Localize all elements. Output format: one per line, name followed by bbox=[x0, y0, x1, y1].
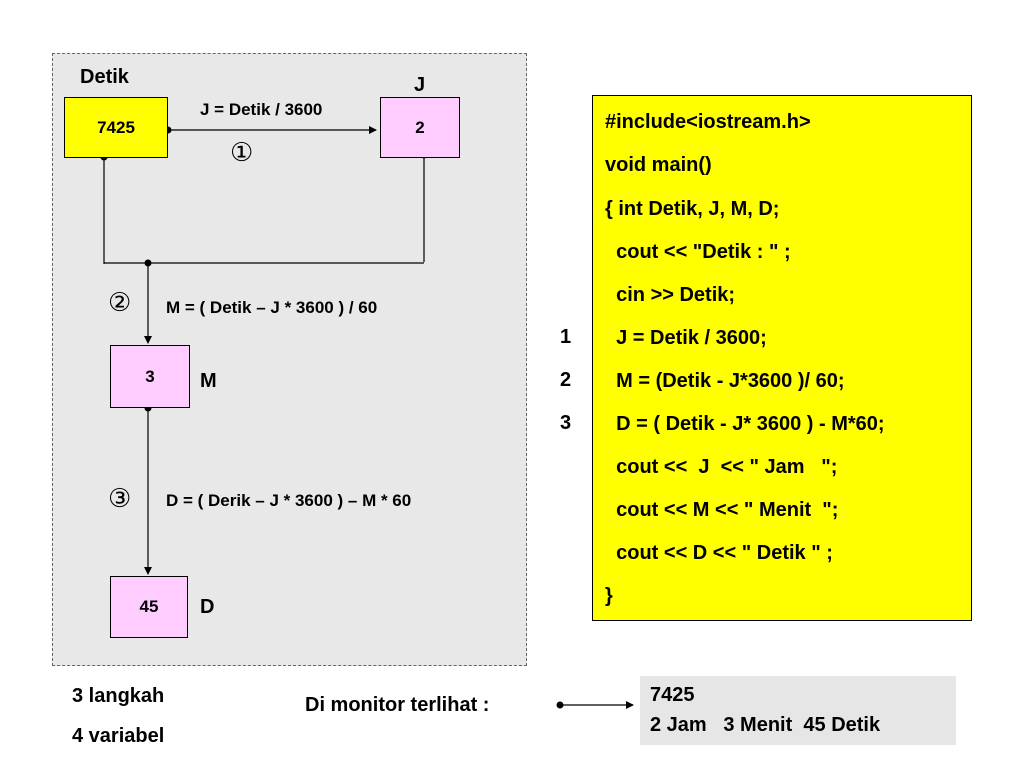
step-3-marker: ③ bbox=[108, 484, 132, 514]
d-label: D bbox=[200, 596, 215, 618]
monitor-output: 7425 2 Jam 3 Menit 45 Detik bbox=[640, 676, 956, 745]
code-line: #include<iostream.h> bbox=[605, 111, 811, 133]
code-line: void main() bbox=[605, 154, 712, 176]
step-3-formula: D = ( Derik – J * 3600 ) – M * 60 bbox=[166, 491, 412, 510]
step-2-marker: ② bbox=[108, 288, 132, 318]
code-line: cin >> Detik; bbox=[605, 284, 736, 306]
j-label: J bbox=[414, 74, 426, 96]
j-value: 2 bbox=[415, 117, 425, 137]
detik-value: 7425 bbox=[97, 117, 135, 137]
m-box: 3 bbox=[110, 345, 190, 408]
code-line: { int Detik, J, M, D; bbox=[605, 198, 780, 220]
d-value: 45 bbox=[139, 597, 159, 616]
code-line: D = ( Detik - J* 3600 ) - M*60; bbox=[605, 413, 885, 435]
detik-label: Detik bbox=[80, 66, 129, 88]
step-1-formula: J = Detik / 3600 bbox=[200, 100, 323, 119]
code-line: J = Detik / 3600; bbox=[605, 327, 767, 349]
steps-count-note: 3 langkah bbox=[72, 685, 165, 707]
line-number-1: 1 bbox=[560, 326, 572, 348]
d-box: 45 bbox=[110, 576, 188, 638]
code-line: cout << "Detik : " ; bbox=[605, 241, 791, 263]
monitor-output-line-2: 2 Jam 3 Menit 45 Detik bbox=[650, 714, 881, 736]
code-line: M = (Detik - J*3600 )/ 60; bbox=[605, 370, 845, 392]
code-line: } bbox=[605, 585, 613, 607]
monitor-output-line-1: 7425 bbox=[650, 684, 695, 706]
j-box: 2 bbox=[380, 97, 460, 158]
m-value: 3 bbox=[145, 366, 155, 386]
code-line: cout << J << " Jam "; bbox=[605, 456, 838, 478]
variables-count-note: 4 variabel bbox=[72, 725, 165, 747]
line-number-2: 2 bbox=[560, 369, 572, 391]
step-1-marker: ① bbox=[230, 138, 254, 168]
line-number-3: 3 bbox=[560, 412, 572, 434]
step-2-formula: M = ( Detik – J * 3600 ) / 60 bbox=[166, 298, 378, 317]
code-line: cout << D << " Detik " ; bbox=[605, 542, 833, 564]
monitor-label: Di monitor terlihat : bbox=[305, 694, 490, 716]
code-line: cout << M << " Menit "; bbox=[605, 499, 839, 521]
code-listing: #include<iostream.h> void main() { int D… bbox=[592, 95, 972, 621]
m-label: M bbox=[200, 370, 217, 392]
detik-box: 7425 bbox=[64, 97, 168, 158]
